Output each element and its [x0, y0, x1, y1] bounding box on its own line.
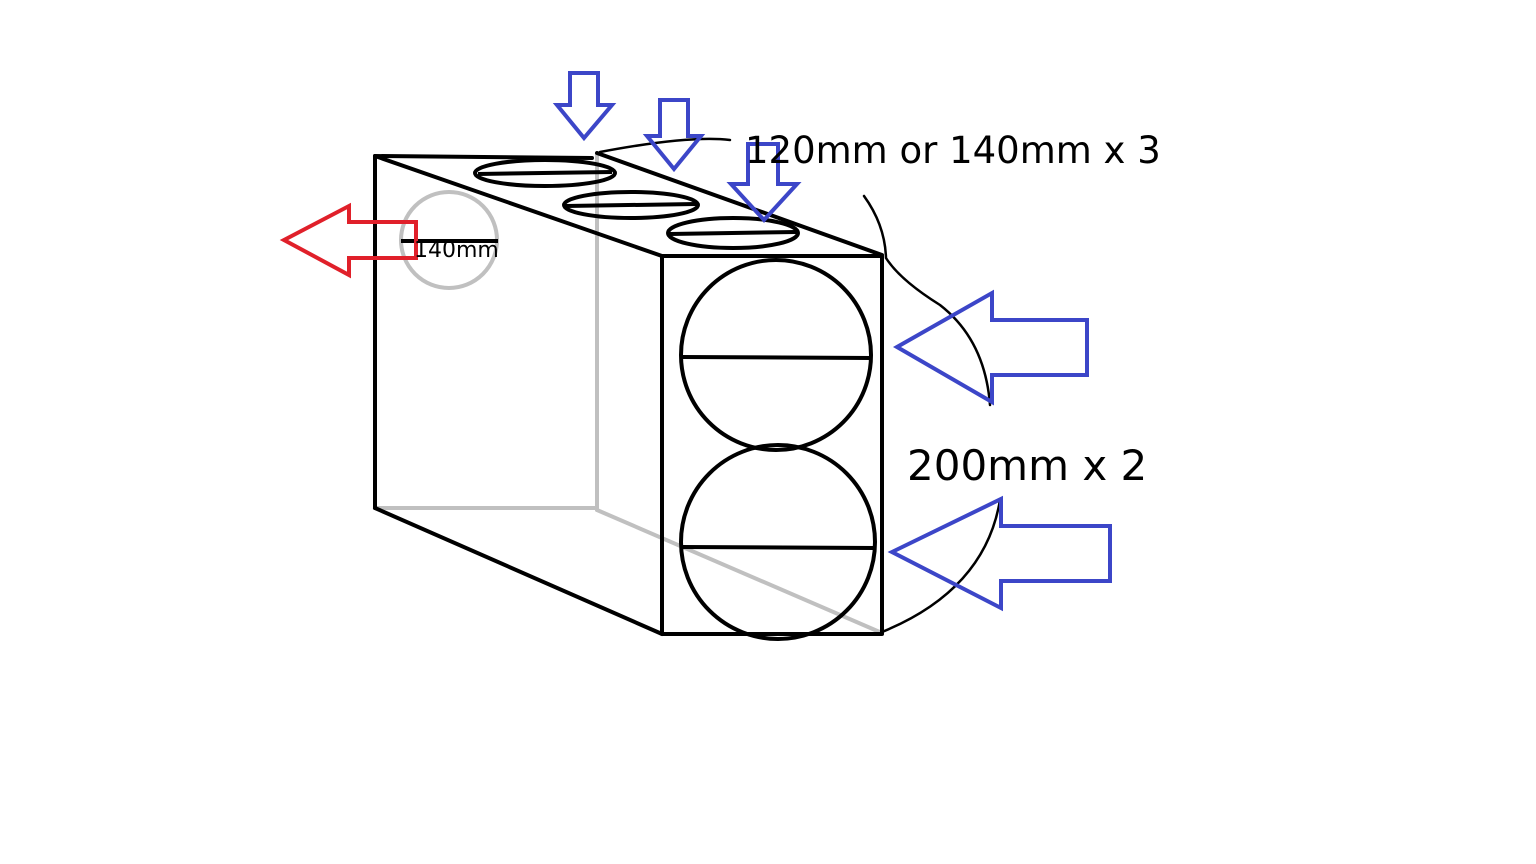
intake-arrow-top-1 [552, 71, 617, 142]
front-fan-bottom [679, 443, 877, 641]
bracket-curves [598, 137, 1002, 634]
case-bottom-diagonal-edge [373, 506, 664, 636]
top-fan-1 [473, 158, 617, 188]
front-fan-bottom-blade [681, 545, 875, 550]
top-fan-3 [666, 216, 800, 250]
front-fans [679, 258, 877, 641]
front-fan-top [679, 258, 873, 452]
case-top-right-edge [595, 151, 884, 257]
rear-fan-label: 140mm [414, 238, 499, 263]
case-top-back-edge [373, 154, 594, 160]
intake-arrow-front-lower [887, 495, 1112, 612]
top-fan-1-blade [477, 170, 613, 176]
intake-arrow-front-upper [892, 289, 1089, 406]
top-side-bracket-curve [862, 194, 992, 407]
hidden-edge-bottom-diagonal [595, 508, 884, 635]
case-top-diagonal-edge [373, 154, 664, 258]
front-panel [660, 254, 884, 636]
intake-arrows [552, 71, 1112, 612]
front-fan-top-blade [680, 355, 872, 360]
top-fan-3-blade [669, 230, 797, 236]
top-fan-2-blade [565, 202, 697, 208]
top-bracket-curve [598, 137, 732, 154]
case-outline [373, 151, 884, 636]
front-bracket-curve [880, 498, 1002, 634]
exhaust-arrow-rear [279, 202, 418, 279]
front-fans-label: 200mm x 2 [907, 441, 1147, 490]
top-fans [473, 158, 800, 250]
top-fans-label: 120mm or 140mm x 3 [745, 129, 1161, 172]
intake-arrow-top-3 [726, 142, 802, 223]
top-fan-2 [562, 190, 700, 220]
intake-arrow-top-2 [642, 98, 706, 173]
hidden-edges [373, 151, 884, 635]
